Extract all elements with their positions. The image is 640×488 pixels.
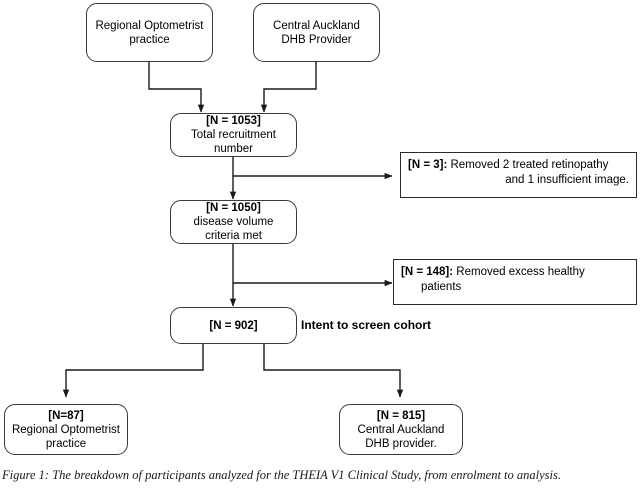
- node-line: DHB provider.: [365, 437, 437, 450]
- figure-caption: Figure 1: The breakdown of participants …: [2, 468, 561, 482]
- label-intent-to-screen-cohort: Intent to screen cohort: [301, 318, 432, 332]
- node-line: criteria met: [205, 230, 262, 242]
- node-line: DHB Provider: [281, 33, 352, 46]
- node-line: practice: [45, 437, 87, 450]
- exclusion-line-1: [N = 3]: Removed 2 treated retinopathy: [408, 158, 629, 173]
- node-total-recruitment: [N = 1053] Total recruitment number: [170, 113, 297, 157]
- node-line: Central Auckland: [273, 19, 360, 32]
- exclusion-count-label: [N = 148]:: [401, 266, 454, 278]
- node-source-central-auckland-dhb: Central Auckland DHB Provider: [253, 3, 380, 62]
- node-count-label: [N = 815]: [376, 409, 426, 422]
- node-line: Regional Optometrist: [11, 423, 121, 436]
- node-excluded-healthy-patients: [N = 148]: Removed excess healthy patien…: [393, 259, 637, 305]
- exclusion-line-1: [N = 148]: Removed excess healthy: [401, 265, 629, 280]
- node-line: Regional Optometrist: [95, 19, 204, 32]
- node-disease-volume-criteria: [N = 1050] disease volume criteria met: [170, 200, 297, 244]
- node-line: number: [214, 143, 253, 155]
- node-count-label: [N=87]: [48, 409, 84, 422]
- node-excluded-retinopathy: [N = 3]: Removed 2 treated retinopathy a…: [400, 152, 637, 198]
- connector-optometrist-to-total: [148, 62, 205, 113]
- exclusion-text: Removed 2 treated retinopathy: [447, 159, 609, 171]
- connector-intent-to-outcome-optometrist: [62, 344, 204, 398]
- node-intent-to-screen-cohort: [N = 902]: [170, 307, 297, 344]
- node-outcome-regional-optometrist: [N=87] Regional Optometrist practice: [4, 404, 128, 455]
- node-count-label: [N = 902]: [209, 319, 258, 332]
- node-line: Central Auckland: [357, 423, 445, 436]
- node-line: practice: [129, 33, 170, 46]
- exclusion-text: Removed excess healthy: [453, 266, 585, 278]
- node-line: Total recruitment: [190, 129, 276, 141]
- node-outcome-central-auckland-dhb: [N = 815] Central Auckland DHB provider.: [339, 404, 463, 455]
- node-source-regional-optometrist: Regional Optometrist practice: [86, 3, 213, 62]
- node-line: disease volume: [193, 216, 274, 228]
- exclusion-count-label: [N = 3]:: [408, 159, 448, 171]
- exclusion-line-2: patients: [421, 281, 462, 293]
- connector-dhb-to-total: [260, 62, 317, 113]
- node-count-label: [N = 1050]: [206, 202, 261, 214]
- connector-intent-to-outcome-dhb: [263, 344, 404, 398]
- node-count-label: [N = 1053]: [206, 115, 261, 127]
- exclusion-line-2: and 1 insufficient image.: [505, 174, 629, 186]
